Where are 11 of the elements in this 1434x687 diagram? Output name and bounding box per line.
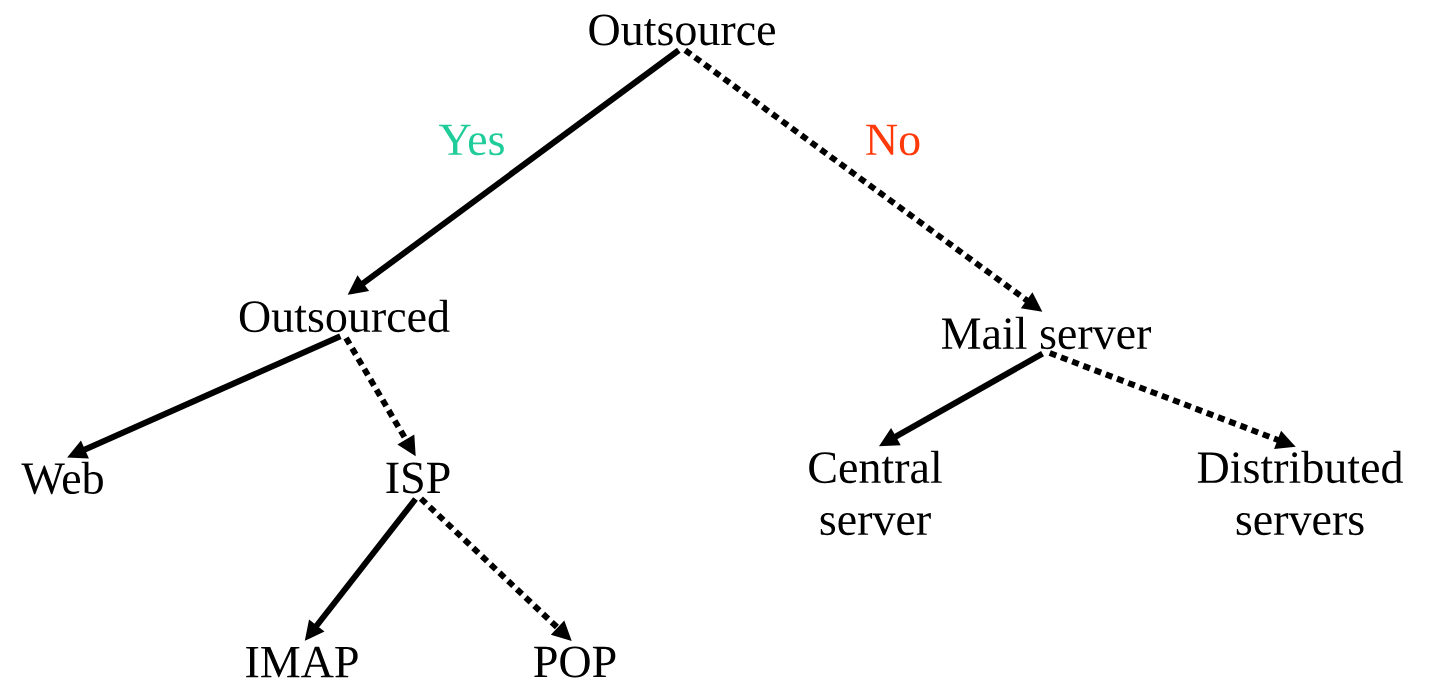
node-label: POP [534, 646, 616, 678]
node-label: Outsourced [239, 299, 450, 333]
node-label: Web [21, 461, 103, 495]
node-label: Outsource [589, 14, 775, 46]
edge-label: No [866, 124, 920, 156]
node-label: Distributed servers [1197, 450, 1403, 536]
node-label: Central server [809, 450, 942, 536]
node-label: Mail server [941, 316, 1151, 350]
node-label: ISP [386, 462, 450, 494]
edge-label: Yes [439, 124, 504, 156]
node-label: IMAP [246, 646, 358, 678]
